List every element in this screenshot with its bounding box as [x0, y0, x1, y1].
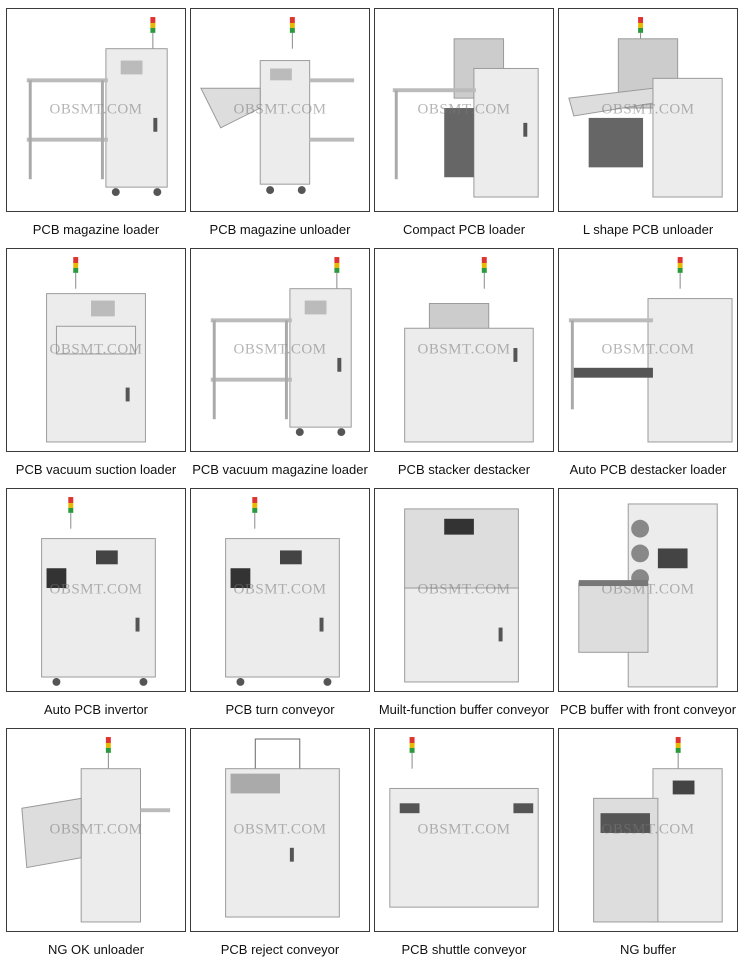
- product-image: OBSMT.COM: [6, 8, 186, 212]
- product-image: OBSMT.COM: [6, 728, 186, 932]
- product-caption: NG OK unloader: [47, 942, 145, 957]
- product-image: OBSMT.COM: [558, 248, 738, 452]
- product-image: OBSMT.COM: [374, 248, 554, 452]
- product-card: OBSMT.COM PCB vacuum magazine loader: [190, 248, 370, 480]
- product-caption: PCB turn conveyor: [225, 702, 335, 717]
- product-caption: PCB vacuum suction loader: [15, 462, 177, 477]
- product-card: OBSMT.COM PCB stacker destacker: [374, 248, 554, 480]
- product-image: OBSMT.COM: [374, 728, 554, 932]
- product-image: OBSMT.COM: [190, 488, 370, 692]
- product-caption: Auto PCB destacker loader: [569, 462, 727, 477]
- product-image: OBSMT.COM: [374, 8, 554, 212]
- product-caption: PCB reject conveyor: [220, 942, 340, 957]
- product-caption: PCB magazine loader: [32, 222, 160, 237]
- product-card: OBSMT.COM PCB shuttle conveyor: [374, 728, 554, 960]
- product-card: OBSMT.COM Muilt-function buffer conveyor: [374, 488, 554, 720]
- product-card: OBSMT.COM Compact PCB loader: [374, 8, 554, 240]
- product-card: OBSMT.COM PCB magazine unloader: [190, 8, 370, 240]
- product-card: OBSMT.COM PCB reject conveyor: [190, 728, 370, 960]
- product-image: OBSMT.COM: [190, 248, 370, 452]
- product-card: OBSMT.COM NG buffer: [558, 728, 738, 960]
- product-card: OBSMT.COM NG OK unloader: [6, 728, 186, 960]
- product-image: OBSMT.COM: [190, 8, 370, 212]
- product-card: OBSMT.COM Auto PCB destacker loader: [558, 248, 738, 480]
- product-caption: PCB magazine unloader: [209, 222, 351, 237]
- product-image: OBSMT.COM: [6, 488, 186, 692]
- product-caption: Muilt-function buffer conveyor: [378, 702, 550, 717]
- product-caption: PCB buffer with front conveyor: [559, 702, 737, 717]
- product-card: OBSMT.COM Auto PCB invertor: [6, 488, 186, 720]
- product-caption: Compact PCB loader: [402, 222, 526, 237]
- product-image: OBSMT.COM: [558, 8, 738, 212]
- product-caption: PCB stacker destacker: [397, 462, 531, 477]
- product-caption: PCB shuttle conveyor: [401, 942, 527, 957]
- product-image: OBSMT.COM: [558, 488, 738, 692]
- product-image: OBSMT.COM: [374, 488, 554, 692]
- product-image: OBSMT.COM: [6, 248, 186, 452]
- product-image: OBSMT.COM: [558, 728, 738, 932]
- product-card: OBSMT.COM PCB buffer with front conveyor: [558, 488, 738, 720]
- product-card: OBSMT.COM PCB magazine loader: [6, 8, 186, 240]
- product-caption: NG buffer: [619, 942, 677, 957]
- product-caption: PCB vacuum magazine loader: [192, 462, 368, 477]
- product-caption: Auto PCB invertor: [43, 702, 149, 717]
- product-card: OBSMT.COM L shape PCB unloader: [558, 8, 738, 240]
- product-caption: L shape PCB unloader: [582, 222, 714, 237]
- product-card: OBSMT.COM PCB turn conveyor: [190, 488, 370, 720]
- product-card: OBSMT.COM PCB vacuum suction loader: [6, 248, 186, 480]
- product-image: OBSMT.COM: [190, 728, 370, 932]
